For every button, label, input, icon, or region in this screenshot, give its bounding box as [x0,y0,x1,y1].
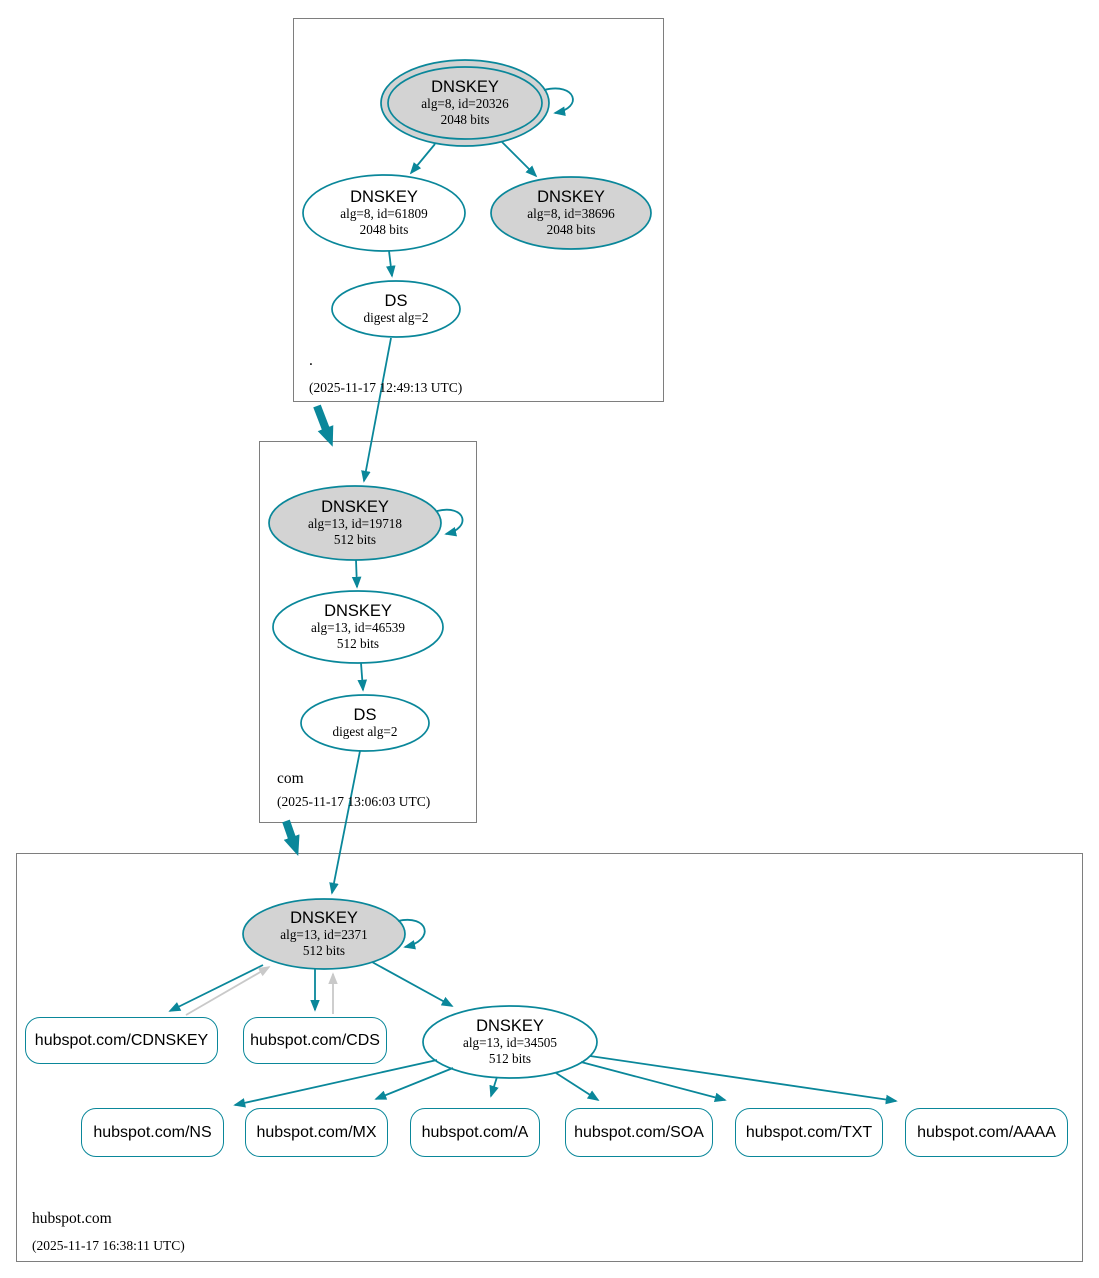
node-root-ksk-38696[interactable] [490,176,652,250]
node-root-ds[interactable] [331,280,461,338]
node-hubspot-ksk-2371[interactable] [242,898,406,970]
rrset-hubspot-mx[interactable]: hubspot.com/MX [245,1108,388,1157]
edge-zone-com-to-hubspot [282,819,300,856]
edge-hubspot-zsk-to-soa [555,1072,600,1101]
edge-com-ksk-to-zsk [351,559,362,589]
zone-timestamp-hubspot: (2025-11-17 16:38:11 UTC) [32,1238,185,1253]
edge-com-zsk-to-ds [357,662,368,692]
edge-hubspot-zsk-to-txt [580,1061,727,1103]
edge-root-ksk-selfsign [543,87,574,116]
rrset-hubspot-txt[interactable]: hubspot.com/TXT [735,1108,883,1157]
edge-root-ds-to-com-ksk [361,337,392,483]
zone-name-com: com [277,770,304,787]
zone-name-root: . [309,352,313,369]
rrset-hubspot-soa[interactable]: hubspot.com/SOA [565,1108,713,1157]
edge-com-ds-to-hubspot-ksk [329,750,361,895]
node-hubspot-zsk-34505[interactable] [422,1005,598,1079]
node-root-zsk-61809[interactable] [302,174,466,252]
zone-name-hubspot: hubspot.com [32,1210,112,1227]
edge-root-ksk-to-zsk [409,143,436,175]
node-com-ds[interactable] [300,694,430,752]
rrset-hubspot-cds[interactable]: hubspot.com/CDS [243,1017,387,1064]
edge-root-ksk-to-ksk38696 [501,141,538,178]
edge-root-zsk-to-ds [386,250,396,278]
edge-hubspot-zsk-to-mx [374,1067,454,1100]
edge-hubspot-zsk-to-aaaa [589,1055,898,1105]
rrset-hubspot-cdnskey[interactable]: hubspot.com/CDNSKEY [25,1017,218,1064]
edge-zone-root-to-com [313,404,334,447]
edge-com-ksk-selfsign [436,508,464,537]
rrset-hubspot-a[interactable]: hubspot.com/A [410,1108,540,1157]
edge-hubspot-ksk-to-zsk [371,961,454,1007]
rrset-hubspot-ns[interactable]: hubspot.com/NS [81,1108,224,1157]
node-com-ksk-19718[interactable] [268,485,442,561]
edge-hubspot-ksk-to-cdnskey [168,964,264,1012]
edge-hubspot-cdnskey-to-ksk [185,966,271,1016]
edge-hubspot-ksk-selfsign [397,918,426,950]
edge-hubspot-zsk-to-ns [233,1059,438,1108]
node-root-ksk-20326[interactable] [380,59,550,147]
edge-hubspot-zsk-to-a [489,1076,499,1098]
zone-timestamp-root: (2025-11-17 12:49:13 UTC) [309,380,463,395]
node-root-ksk-20326-inner-ring [387,66,543,140]
node-com-zsk-46539[interactable] [272,590,444,664]
rrset-hubspot-aaaa[interactable]: hubspot.com/AAAA [905,1108,1068,1157]
zone-timestamp-com: (2025-11-17 13:06:03 UTC) [277,794,431,809]
